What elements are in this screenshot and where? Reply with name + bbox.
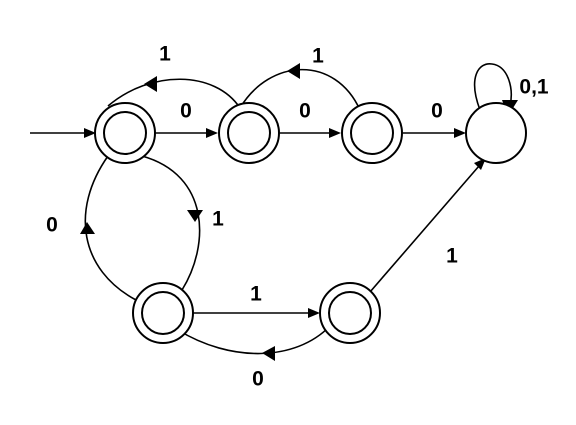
- transition-q5-q4: 0: [177, 325, 331, 391]
- transition-label-q4-q5: 1: [250, 283, 262, 306]
- state-q0: [94, 102, 156, 164]
- transition-q0-q1: 0: [155, 100, 218, 138]
- transition-label-q3-q3: 0,1: [519, 76, 549, 99]
- transition-label-q1-q0: 1: [159, 43, 171, 66]
- transition-label-q5-q4: 0: [252, 368, 264, 391]
- transition-q1-q2: 0: [280, 100, 341, 138]
- transition-label-q2-q3: 0: [431, 100, 443, 123]
- transition-label-q4-q0: 0: [46, 214, 58, 237]
- transition-q2-q3: 0: [403, 100, 466, 138]
- transition-q4-q0: 0: [46, 155, 137, 301]
- transition-q2-q1: 1: [239, 45, 361, 111]
- transition-label-q1-q2: 0: [299, 100, 311, 123]
- transition-q1-q0: 1: [107, 43, 241, 109]
- transition-label-q0-q4: 1: [212, 208, 224, 231]
- transition-label-q2-q1: 1: [312, 45, 324, 68]
- state-q1: [218, 102, 280, 164]
- start-arrow: [30, 128, 96, 138]
- transition-label-q0-q1: 0: [180, 100, 192, 123]
- transition-q4-q5: 1: [193, 283, 320, 318]
- state-q3: [465, 102, 527, 164]
- transition-label-q5-q3: 1: [446, 245, 458, 268]
- state-q4: [132, 282, 194, 344]
- state-q5: [319, 282, 381, 344]
- state-q2: [341, 102, 403, 164]
- transition-q5-q3: 1: [369, 158, 486, 293]
- transition-q0-q4: 1: [141, 155, 224, 291]
